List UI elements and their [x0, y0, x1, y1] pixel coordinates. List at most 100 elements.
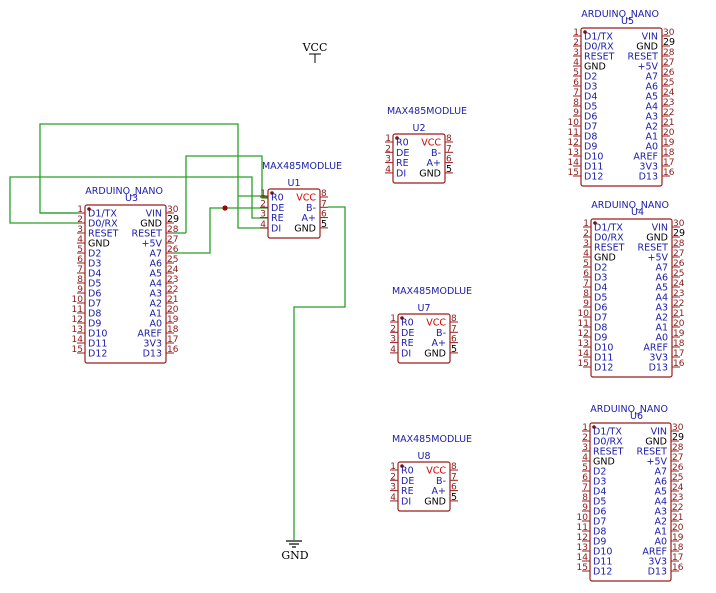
pin-number: 5	[446, 164, 452, 175]
pin-number: 23	[167, 275, 178, 285]
pin-number: 15	[578, 359, 589, 369]
pin-label: D4	[594, 283, 607, 294]
pin-number: 29	[663, 37, 675, 48]
pin-number: 20	[673, 319, 685, 329]
pin-label: VIN	[642, 32, 658, 43]
pin-label: D0/RX	[584, 42, 614, 53]
pin-number: 19	[167, 315, 179, 325]
pin-number: 2	[390, 472, 396, 482]
pin-label: A+	[427, 158, 441, 169]
pin-label: VIN	[652, 223, 668, 234]
pin-label: D7	[584, 122, 597, 133]
pin-number: 3	[390, 483, 396, 493]
pin-number: 25	[672, 473, 683, 483]
pin-number: 8	[573, 98, 579, 108]
pin-number: 29	[672, 432, 684, 443]
pin-number: 27	[673, 249, 684, 259]
pin-label: GND	[594, 253, 616, 264]
pin1-marker	[400, 464, 404, 468]
pin-label: AREF	[633, 152, 658, 163]
pin-number: 4	[385, 165, 391, 175]
pin-label: D6	[594, 303, 607, 314]
pin-number: 24	[663, 88, 675, 98]
pin1-marker	[583, 30, 587, 34]
pin-label: D1/TX	[593, 427, 622, 438]
vcc-label: VCC	[302, 41, 328, 54]
pin-number: 13	[577, 543, 588, 553]
pin-label: GND	[584, 62, 606, 73]
pin-number: 16	[167, 345, 179, 355]
pin-label: R0	[396, 138, 409, 149]
pin-label: RE	[271, 213, 284, 224]
pin-number: 4	[583, 249, 589, 259]
pin-label: A3	[645, 112, 658, 123]
component-ref: U5	[621, 16, 634, 27]
pin-label: D5	[593, 497, 606, 508]
pin-number: 3	[385, 155, 391, 165]
pin-label: A+	[432, 338, 446, 349]
pin-label: A3	[149, 289, 162, 300]
pin-label: DE	[271, 203, 284, 214]
pin-label: +5V	[141, 239, 162, 250]
pin-number: 10	[578, 309, 590, 319]
pin-number: 1	[582, 423, 588, 433]
pin-label: DI	[401, 348, 411, 359]
pin-label: D11	[593, 557, 612, 568]
pin-label: A4	[149, 279, 162, 290]
pin-number: 4	[260, 220, 266, 230]
pin-number: 26	[672, 463, 684, 473]
pin-number: 28	[663, 48, 675, 58]
pin-label: D0/RX	[594, 233, 624, 244]
pin-label: A7	[654, 467, 667, 478]
wire	[293, 206, 346, 540]
pin-number: 1	[77, 205, 83, 215]
component-name: MAX485MODLUE	[392, 434, 472, 445]
pin-number: 4	[77, 235, 83, 245]
pin-number: 20	[167, 305, 179, 315]
pin-number: 26	[167, 245, 179, 255]
pin-label: D4	[88, 269, 101, 280]
pin-number: 1	[390, 462, 396, 472]
pin-number: 27	[663, 58, 674, 68]
pin-label: A6	[149, 259, 162, 270]
pin-label: D10	[594, 343, 613, 354]
pin-label: DE	[396, 148, 409, 159]
pin-label: D3	[594, 273, 607, 284]
pin-number: 30	[672, 423, 684, 433]
pin-number: 2	[390, 324, 396, 334]
pin1-marker	[592, 425, 596, 429]
pin-label: GND	[88, 239, 110, 250]
pin-number: 6	[451, 483, 457, 493]
pin-label: RE	[401, 338, 414, 349]
pin-label: D2	[594, 263, 607, 274]
pin-number: 10	[577, 513, 589, 523]
pin-number: 5	[582, 463, 588, 473]
pin-number: 8	[583, 289, 589, 299]
pin-label: D3	[88, 259, 101, 270]
pin-number: 28	[673, 239, 685, 249]
pin-label: D13	[649, 363, 668, 374]
pin-label: A2	[149, 299, 162, 310]
pin-number: 2	[385, 144, 391, 154]
pin-label: D9	[593, 537, 606, 548]
pin-label: D5	[594, 293, 607, 304]
wire-layer	[9, 123, 346, 540]
pin-label: D3	[584, 82, 597, 93]
pin-label: D4	[584, 92, 597, 103]
pin-number: 19	[663, 138, 675, 148]
pin-number: 4	[573, 58, 579, 68]
pin-label: D8	[593, 527, 606, 538]
pin-label: D7	[593, 517, 606, 528]
gnd-symbol: GND	[281, 540, 309, 562]
pin-number: 8	[77, 275, 83, 285]
pin-label: GND	[593, 457, 615, 468]
pin-number: 22	[663, 108, 674, 118]
pin-label: A3	[655, 303, 668, 314]
pin-number: 15	[72, 345, 83, 355]
pin-label: A7	[645, 72, 658, 83]
pin-label: DI	[401, 496, 411, 507]
pin-label: GND	[140, 219, 162, 230]
pin-label: A1	[645, 132, 658, 143]
pin-label: D4	[593, 487, 606, 498]
